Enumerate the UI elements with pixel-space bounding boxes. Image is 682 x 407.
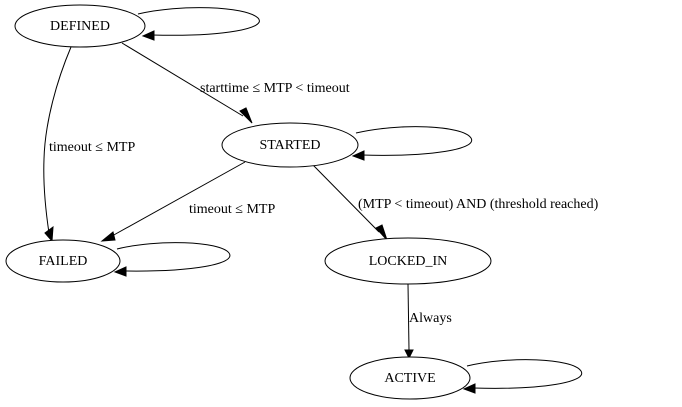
edge-label-defined-started: starttime ≤ MTP < timeout [200, 81, 350, 96]
edge-lockedin-active-arrowhead [404, 349, 414, 360]
edge-active-self-arrowhead [462, 383, 476, 394]
edge-failed-self-path [116, 242, 231, 272]
edge-started-lockedin-arrowhead [375, 224, 388, 241]
node-failed[interactable]: FAILED [5, 239, 121, 283]
node-started[interactable]: STARTED [221, 122, 359, 168]
edge-active-self[interactable] [462, 359, 583, 394]
node-failed-label: FAILED [39, 254, 88, 269]
edge-defined-failed-path [43, 46, 72, 234]
node-locked-in-label: LOCKED_IN [369, 254, 448, 269]
node-defined-shape [14, 4, 146, 48]
edge-failed-self-arrowhead [113, 266, 127, 277]
edge-started-self-arrowhead [351, 150, 365, 161]
edge-started-self-path [355, 126, 473, 156]
edge-lockedin-active-path [407, 283, 410, 351]
edge-defined-self-arrowhead [141, 30, 155, 41]
edge-defined-started-arrowhead [239, 107, 253, 124]
edge-defined-failed-arrowhead [44, 225, 54, 243]
edge-started-lockedin-path [312, 164, 380, 233]
node-started-label: STARTED [259, 138, 320, 153]
edge-label-lockedin-active: Always [409, 311, 452, 326]
edge-lockedin-active[interactable]: Always [404, 283, 452, 360]
edge-active-self-path [466, 359, 583, 389]
edge-started-failed-arrowhead [100, 231, 116, 242]
edge-defined-failed[interactable]: timeout ≤ MTP [43, 46, 136, 243]
node-started-shape [221, 122, 359, 168]
edge-failed-self[interactable] [113, 242, 231, 277]
edge-started-self[interactable] [351, 126, 473, 161]
node-defined[interactable]: DEFINED [14, 4, 146, 48]
edge-started-lockedin[interactable]: (MTP < timeout) AND (threshold reached) [312, 164, 599, 241]
edge-label-defined-failed: timeout ≤ MTP [49, 140, 135, 155]
edge-label-started-lockedin: (MTP < timeout) AND (threshold reached) [358, 197, 599, 212]
node-active[interactable]: ACTIVE [349, 356, 471, 400]
edge-started-failed[interactable]: timeout ≤ MTP [100, 161, 275, 242]
node-active-shape [349, 356, 471, 400]
edge-defined-started[interactable]: starttime ≤ MTP < timeout [121, 42, 350, 124]
node-locked-in-shape [324, 237, 492, 285]
node-active-label: ACTIVE [384, 371, 435, 386]
node-failed-shape [5, 239, 121, 283]
edge-label-started-failed: timeout ≤ MTP [189, 202, 275, 217]
edge-defined-self[interactable] [137, 7, 260, 41]
node-defined-label: DEFINED [50, 19, 110, 34]
node-locked-in[interactable]: LOCKED_IN [324, 237, 492, 285]
edge-started-failed-path [111, 161, 246, 237]
edge-defined-self-path [137, 7, 260, 36]
edge-defined-started-path [121, 42, 244, 117]
